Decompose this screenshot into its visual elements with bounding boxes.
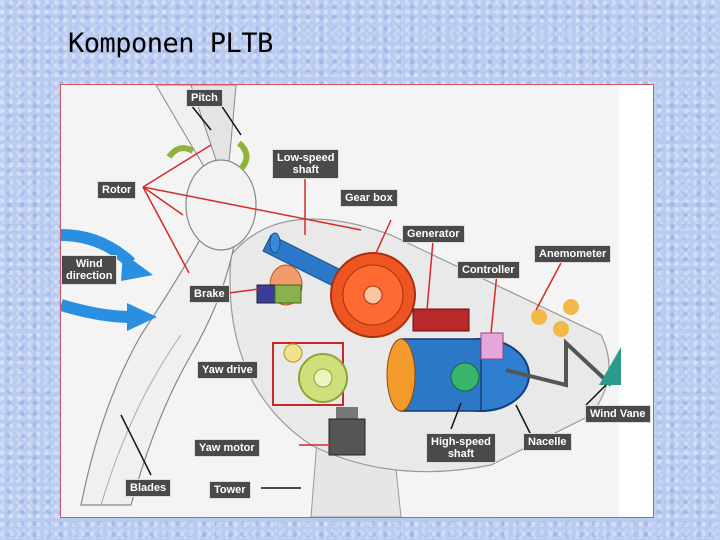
label-gear-box: Gear box: [340, 189, 398, 207]
label-nacelle: Nacelle: [523, 433, 572, 451]
label-wind-direction: Wind direction: [61, 255, 118, 285]
label-wind-vane: Wind Vane: [585, 405, 651, 423]
label-tower: Tower: [209, 481, 251, 499]
label-blades: Blades: [125, 479, 172, 497]
label-controller: Controller: [457, 261, 520, 279]
label-high-speed-shaft: High-speed shaft: [426, 433, 496, 463]
label-anemometer: Anemometer: [534, 245, 612, 263]
label-low-speed-shaft: Low-speed shaft: [272, 149, 340, 179]
gear-box-shape: [330, 252, 416, 338]
label-brake: Brake: [189, 285, 230, 303]
turbine-illustration: [61, 85, 653, 517]
label-yaw-motor: Yaw motor: [194, 439, 260, 457]
label-yaw-drive: Yaw drive: [197, 361, 258, 379]
label-generator: Generator: [402, 225, 465, 243]
label-pitch: Pitch: [186, 89, 223, 107]
turbine-diagram: Pitch Low-speed shaft Rotor Gear box Gen…: [60, 84, 654, 518]
label-rotor: Rotor: [97, 181, 137, 199]
slide-title: Komponen PLTB: [68, 28, 273, 59]
generator-shape: [386, 338, 530, 412]
